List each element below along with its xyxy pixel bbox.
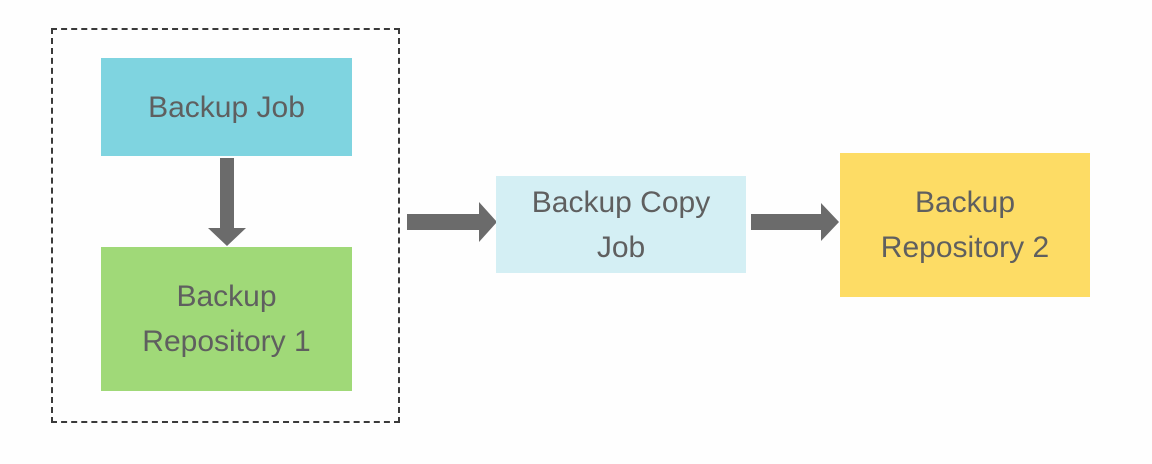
backup-repository-2-node[interactable]: Backup Repository 2 <box>840 153 1090 297</box>
repository-1-label-line-1: Backup <box>176 280 277 313</box>
source-group-frame <box>51 28 400 423</box>
backup-job-label: Backup Job <box>148 90 305 124</box>
repository-2-label-line-1: Backup <box>914 186 1016 219</box>
arrow-down-icon <box>208 158 246 246</box>
arrow-right-icon <box>407 202 497 242</box>
arrow-right-icon <box>751 203 839 241</box>
repository-2-label-line-2: Repository 2 <box>880 231 1050 264</box>
repository-1-label-line-2: Repository 1 <box>142 325 311 358</box>
copy-job-label-line-2: Job <box>596 230 646 264</box>
backup-copy-job-node[interactable]: Backup Copy Job <box>496 176 746 273</box>
copy-job-label-line-1: Backup Copy <box>531 185 711 219</box>
backup-repository-1-node[interactable]: Backup Repository 1 <box>101 247 352 391</box>
backup-job-node[interactable]: Backup Job <box>101 58 352 156</box>
